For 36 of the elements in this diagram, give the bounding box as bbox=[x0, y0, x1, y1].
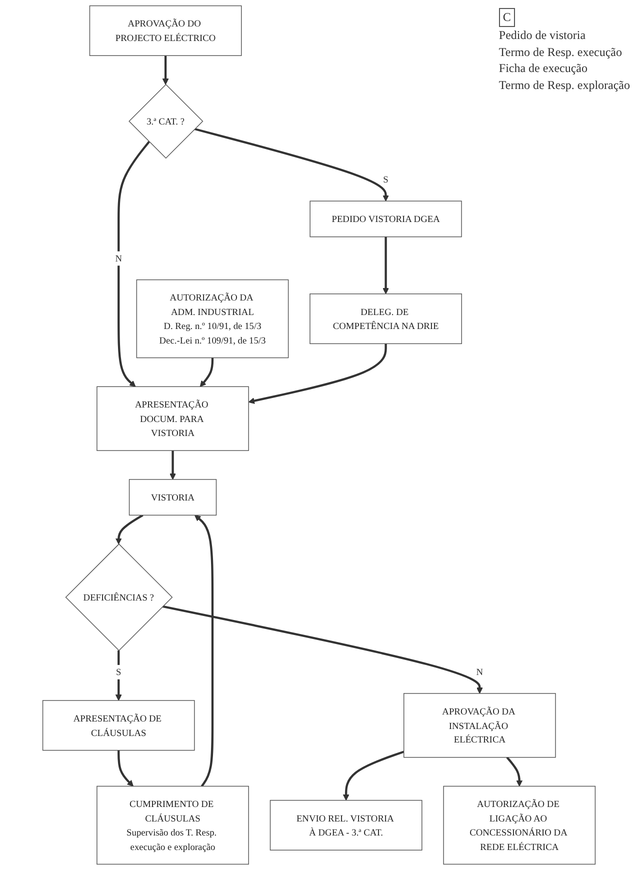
node-box: CUMPRIMENTO DE CLÁUSULAS Supervisão dos T. Resp. execução e exploração bbox=[96, 786, 249, 865]
note-text: Termo de Resp. exploração bbox=[498, 77, 630, 94]
arrow bbox=[118, 750, 134, 787]
node-box: ENVIO REL. VISTORIA À DGEA - 3.ª CAT. bbox=[270, 800, 422, 850]
arrow bbox=[200, 358, 214, 387]
node-box: APROVAÇÃO DA INSTALAÇÃO ELÉCTRICA bbox=[403, 693, 556, 758]
arrow bbox=[248, 344, 387, 404]
arrow bbox=[194, 514, 214, 787]
arrow bbox=[115, 650, 122, 701]
arrow bbox=[162, 605, 483, 694]
arrow bbox=[115, 514, 144, 544]
node-diamond: DEFICIÊNCIAS ? bbox=[65, 544, 173, 651]
node-box: VISTORIA bbox=[128, 479, 217, 516]
arrow bbox=[382, 236, 389, 294]
edge-label: S bbox=[116, 666, 122, 678]
node-box: AUTORIZAÇÃO DA ADM. INDUSTRIAL D. Reg. n.º 10/91, de 15/3 Dec.-Lei n.º 109/91, de 15/3 bbox=[136, 279, 289, 358]
arrow bbox=[194, 128, 389, 202]
node-box: APRESENTAÇÃO DE CLÁUSULAS bbox=[42, 700, 195, 751]
edge-label: N bbox=[476, 666, 484, 678]
note-text: Pedido de vistoria bbox=[498, 26, 587, 44]
node-box: PEDIDO VISTORIA DGEA bbox=[310, 200, 462, 238]
arrow bbox=[506, 756, 523, 787]
arrow bbox=[118, 141, 150, 387]
arrow bbox=[342, 750, 404, 801]
node-box: DELEG. DE COMPETÊNCIA NA DRIE bbox=[310, 294, 462, 344]
node-box: AUTORIZAÇÃO DE LIGAÇÃO AO CONCESSIONÁRIO DA REDE ELÉCTRICA bbox=[443, 786, 596, 865]
node-box: APRESENTAÇÃO DOCUM. PARA VISTORIA bbox=[96, 386, 249, 451]
edge-label: S bbox=[383, 174, 388, 185]
node-box: APROVAÇÃO DO PROJECTO ELÉCTRICO bbox=[89, 5, 242, 56]
arrow bbox=[170, 450, 176, 480]
node-diamond: 3.ª CAT. ? bbox=[128, 84, 204, 159]
document-code: C bbox=[498, 8, 515, 27]
note-text: Ficha de execução bbox=[498, 60, 589, 78]
note-text: Termo de Resp. execução bbox=[498, 44, 623, 60]
arrow bbox=[162, 56, 169, 85]
edge-label: N bbox=[115, 252, 122, 264]
